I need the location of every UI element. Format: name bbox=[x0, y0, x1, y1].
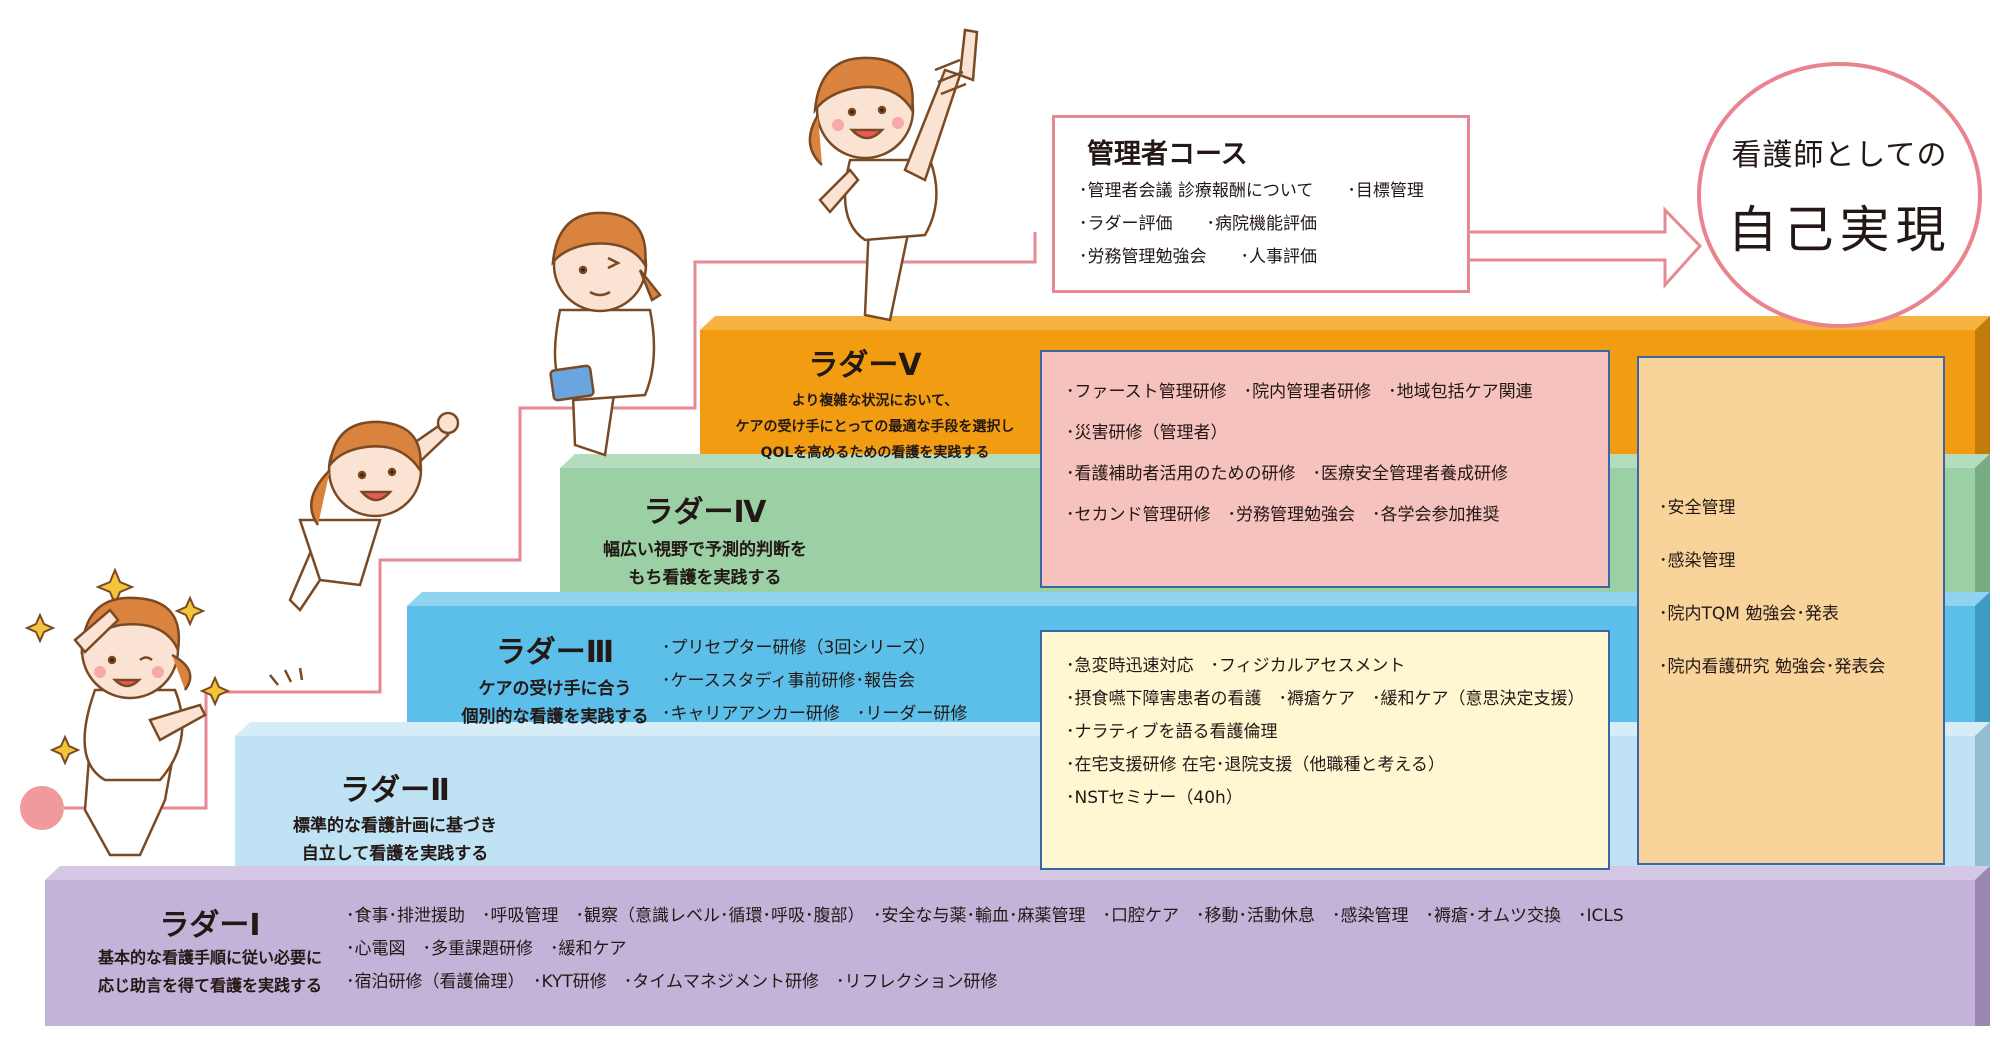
pink-training-box: ･ファースト管理研修 ･院内管理者研修 ･地域包括ケア関連 ･災害研修（管理者）… bbox=[1040, 350, 1610, 588]
ladder3-name: ラダーⅢ bbox=[495, 635, 615, 670]
ladder5-name: ラダーⅤ bbox=[808, 348, 922, 383]
pink-box-item: ･セカンド管理研修 ･労務管理勉強会 ･各学会参加推奨 bbox=[1066, 505, 1500, 525]
ladder1-desc-line: 基本的な看護手順に従い必要に bbox=[97, 948, 322, 967]
ladder1-item: ･心電図 ･多重課題研修 ･緩和ケア bbox=[346, 939, 627, 959]
ladder4-desc-line: 幅広い視野で予測的判断を bbox=[603, 540, 807, 560]
manager-item: ･管理者会議 診療報酬について ･目標管理 bbox=[1079, 181, 1424, 201]
ladder1-item: ･食事･排泄援助 ･呼吸管理 ･観察（意識レベル･循環･呼吸･腹部） ･安全な与… bbox=[346, 906, 1624, 926]
pink-box-item: ･災害研修（管理者） bbox=[1066, 423, 1228, 443]
ladder5-desc-line: ケアの受け手にとっての最適な手段を選択し bbox=[735, 419, 1015, 435]
ladder2-desc: 標準的な看護計画に基づき 自立して看護を実践する bbox=[245, 812, 545, 868]
ladder3-item: ･プリセプター研修（3回シリーズ） bbox=[662, 638, 936, 658]
ladder1-desc-line: 応じ助言を得て看護を実践する bbox=[97, 976, 322, 995]
ladder4-desc-line: もち看護を実践する bbox=[628, 568, 782, 588]
ladder3-items: ･プリセプター研修（3回シリーズ） ･ケーススタディ事前研修･報告会 ･キャリア… bbox=[662, 632, 967, 731]
ladder1-items: ･食事･排泄援助 ･呼吸管理 ･観察（意識レベル･循環･呼吸･腹部） ･安全な与… bbox=[346, 900, 1624, 999]
pink-box-item: ･ファースト管理研修 ･院内管理者研修 ･地域包括ケア関連 bbox=[1066, 382, 1533, 402]
path-stairs bbox=[64, 232, 1037, 810]
manager-course-box: 管理者コース ･管理者会議 診療報酬について ･目標管理 ･ラダー評価 ･病院機… bbox=[1052, 115, 1470, 293]
manager-item: ･ラダー評価 ･病院機能評価 bbox=[1079, 214, 1317, 234]
ladder1-desc: 基本的な看護手順に従い必要に 応じ助言を得て看護を実践する bbox=[50, 944, 370, 1000]
ladder1-item: ･宿泊研修（看護倫理） ･KYT研修 ･タイムマネジメント研修 ･リフレクション… bbox=[346, 972, 998, 992]
ladder2-desc-line: 標準的な看護計画に基づき bbox=[293, 816, 497, 836]
orange-box-item: ･院内TQM 勉強会･発表 bbox=[1659, 604, 1839, 624]
manager-item: ･労務管理勉強会 ･人事評価 bbox=[1079, 247, 1317, 267]
yellow-box-item: ･NSTセミナー（40h） bbox=[1066, 788, 1243, 808]
yellow-box-item: ･急変時迅速対応 ･フィジカルアセスメント bbox=[1066, 656, 1406, 676]
nurse-figure-1 bbox=[73, 596, 207, 857]
yellow-box-item: ･在宅支援研修 在宅･退院支援（他職種と考える） bbox=[1066, 755, 1445, 775]
pink-box-item: ･看護補助者活用のための研修 ･医療安全管理者養成研修 bbox=[1066, 464, 1508, 484]
orange-box-item: ･院内看護研究 勉強会･発表会 bbox=[1659, 657, 1886, 677]
yellow-box-item: ･ナラティブを語る看護倫理 bbox=[1066, 722, 1278, 742]
ladder1-name: ラダーⅠ bbox=[159, 908, 261, 943]
nurse-figure-3 bbox=[549, 211, 662, 457]
ladder4-name: ラダーⅣ bbox=[643, 495, 767, 530]
ladder2-desc-line: 自立して看護を実践する bbox=[301, 844, 489, 864]
ladder3-item: ･ケーススタディ事前研修･報告会 bbox=[662, 671, 915, 691]
manager-course-title: 管理者コース bbox=[1087, 139, 1248, 170]
orange-training-box: ･安全管理 ･感染管理 ･院内TQM 勉強会･発表 ･院内看護研究 勉強会･発表… bbox=[1637, 356, 1945, 865]
goal-line2: 自己実現 bbox=[1727, 201, 1952, 259]
ladder5-desc-line: より複雑な状況において、 bbox=[791, 393, 959, 409]
orange-box-item: ･感染管理 bbox=[1659, 551, 1736, 571]
ladder3-item: ･キャリアアンカー研修 ･リーダー研修 bbox=[662, 704, 968, 724]
path-arrow bbox=[1468, 206, 1703, 289]
ladder3-desc-line: ケアの受け手に合う bbox=[478, 679, 632, 699]
yellow-box-item: ･摂食嚥下障害患者の看護 ･褥瘡ケア ･緩和ケア（意思決定支援） bbox=[1066, 689, 1585, 709]
start-dot bbox=[20, 786, 64, 830]
orange-box-item: ･安全管理 bbox=[1659, 498, 1736, 518]
sparkle-icon bbox=[24, 567, 231, 766]
yellow-training-box: ･急変時迅速対応 ･フィジカルアセスメント ･摂食嚥下障害患者の看護 ･褥瘡ケア… bbox=[1040, 630, 1610, 870]
self-actualization-circle: 看護師としての 自己実現 bbox=[1697, 62, 1982, 328]
ladder5-desc: より複雑な状況において、 ケアの受け手にとっての最適な手段を選択し QOLを高め… bbox=[690, 388, 1060, 466]
nurse-figure-2 bbox=[269, 411, 460, 686]
ladder3-desc-line: 個別的な看護を実践する bbox=[461, 707, 649, 727]
goal-line1: 看護師としての bbox=[1731, 138, 1948, 173]
ladder4-desc: 幅広い視野で予測的判断を もち看護を実践する bbox=[560, 536, 850, 592]
ladder3-desc: ケアの受け手に合う 個別的な看護を実践する bbox=[410, 675, 700, 731]
ladder2-name: ラダーⅡ bbox=[340, 773, 450, 808]
ladder5-desc-line: QOLを高めるための看護を実践する bbox=[760, 445, 990, 461]
nurse-figure-4 bbox=[808, 28, 979, 322]
